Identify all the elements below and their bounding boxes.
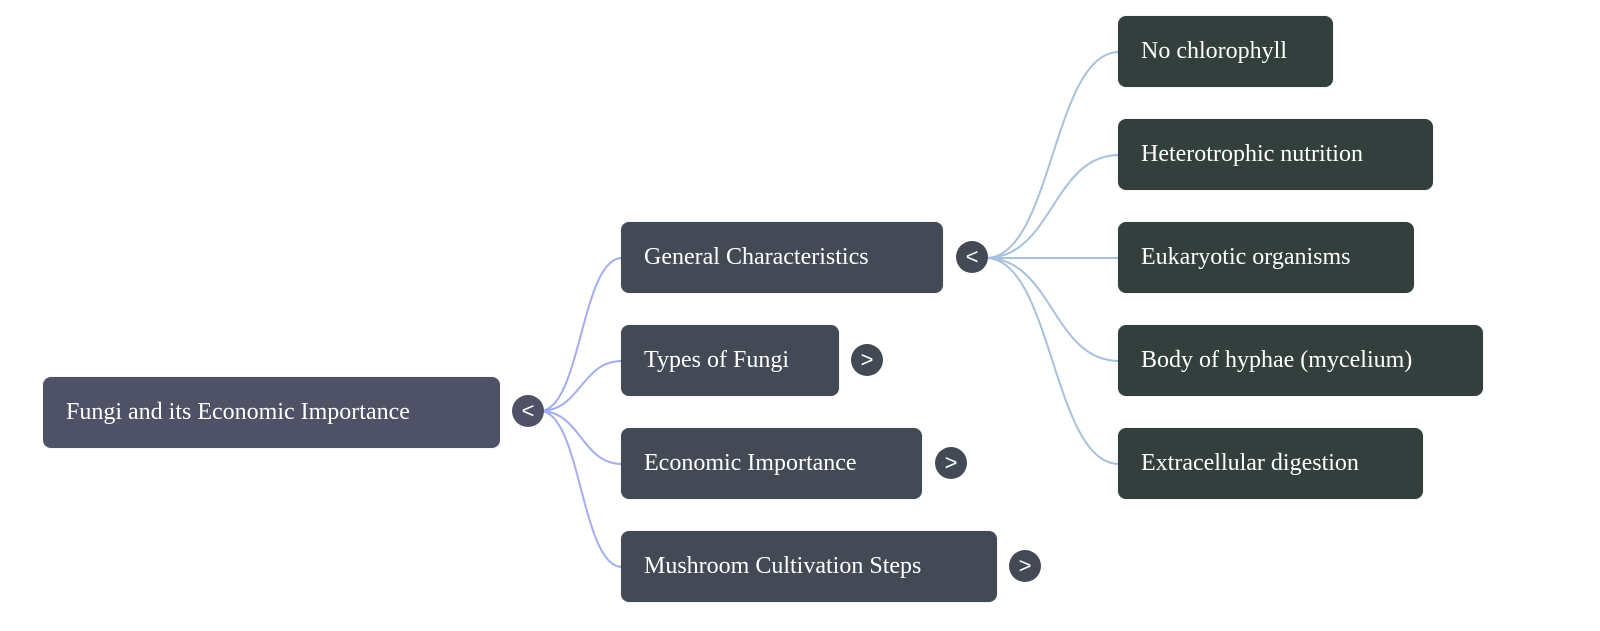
root-connector-0: [539, 257, 623, 412]
root-connector-2: [539, 410, 623, 465]
types-of-fungi-expand-toggle[interactable]: >: [851, 344, 883, 376]
root-node-label: Fungi and its Economic Importance: [66, 399, 410, 425]
general-characteristics-collapse-toggle[interactable]: <: [956, 241, 988, 273]
leaf-label: Heterotrophic nutrition: [1141, 141, 1363, 167]
leaf-label: Extracellular digestion: [1141, 450, 1359, 476]
branch-connector-0: [985, 51, 1120, 259]
economic-importance-expand-toggle[interactable]: >: [935, 447, 967, 479]
branch-node-general-characteristics[interactable]: General Characteristics: [621, 222, 943, 293]
branch-connector-1: [985, 154, 1120, 259]
branch-label: Mushroom Cultivation Steps: [644, 553, 922, 579]
leaf-label: Eukaryotic organisms: [1141, 244, 1351, 270]
branch-label: Types of Fungi: [644, 347, 789, 373]
leaf-node-heterotrophic-nutrition[interactable]: Heterotrophic nutrition: [1118, 119, 1433, 190]
leaf-node-eukaryotic-organisms[interactable]: Eukaryotic organisms: [1118, 222, 1414, 293]
root-collapse-toggle[interactable]: <: [512, 395, 544, 427]
branch-connector-4: [985, 257, 1120, 465]
root-node[interactable]: Fungi and its Economic Importance: [43, 377, 500, 448]
branch-node-economic-importance[interactable]: Economic Importance: [621, 428, 922, 499]
leaf-node-no-chlorophyll[interactable]: No chlorophyll: [1118, 16, 1333, 87]
leaf-node-body-of-hyphae[interactable]: Body of hyphae (mycelium): [1118, 325, 1483, 396]
mushroom-cultivation-steps-expand-toggle[interactable]: >: [1009, 550, 1041, 582]
branch-node-types-of-fungi[interactable]: Types of Fungi: [621, 325, 839, 396]
leaf-node-extracellular-digestion[interactable]: Extracellular digestion: [1118, 428, 1423, 499]
branch-label: Economic Importance: [644, 450, 857, 476]
root-connector-1: [539, 360, 623, 412]
branch-node-mushroom-cultivation-steps[interactable]: Mushroom Cultivation Steps: [621, 531, 997, 602]
leaf-label: Body of hyphae (mycelium): [1141, 347, 1413, 373]
leaf-label: No chlorophyll: [1141, 38, 1287, 64]
branch-label: General Characteristics: [644, 244, 869, 270]
branch-connector-3: [985, 257, 1120, 362]
root-connector-3: [539, 410, 623, 568]
